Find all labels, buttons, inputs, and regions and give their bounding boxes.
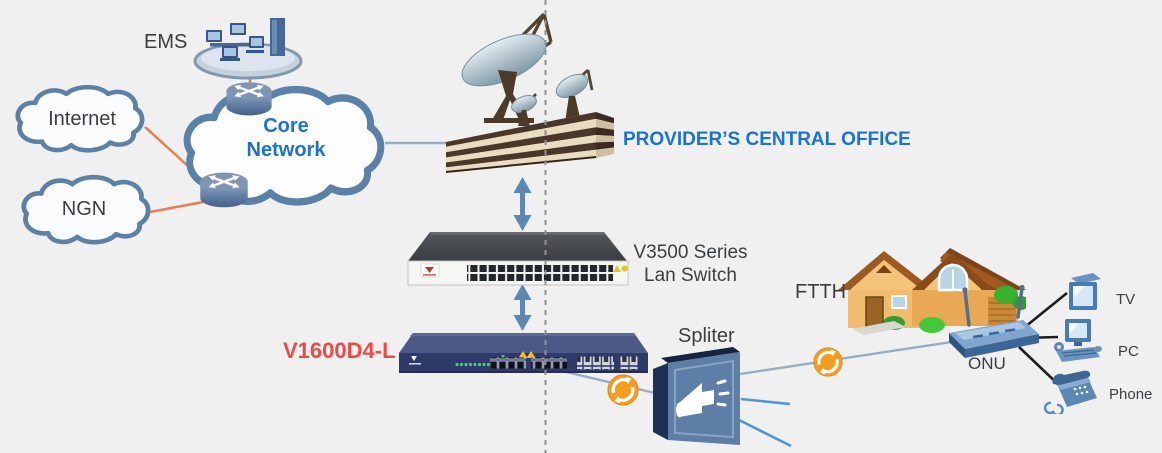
fiber-globe-2: [812, 346, 844, 378]
core-router-top: [222, 78, 276, 118]
ngn-cloud: [18, 174, 154, 248]
onu-label: ONU: [968, 354, 1006, 373]
router-icon: [226, 82, 272, 116]
lan-switch-label-line2: Lan Switch: [644, 265, 737, 287]
router-icon: [200, 172, 248, 208]
pc-label: PC: [1118, 343, 1139, 360]
internet-label: Internet: [48, 108, 116, 130]
workstation-cluster-icon: [193, 18, 303, 80]
phone-label: Phone: [1109, 386, 1153, 403]
tv-terminal: [1063, 271, 1105, 317]
ngn-label: NGN: [61, 198, 107, 220]
olt-device: [399, 327, 649, 377]
lan-switch-label: V3500 Series Lan Switch: [628, 241, 753, 287]
ems-platform: [192, 10, 306, 82]
tv-label: TV: [1116, 291, 1136, 308]
fiber-globe-1: [606, 373, 640, 407]
central-office-label: PROVIDER’S CENTRAL OFFICE: [623, 129, 911, 150]
phone-icon: [1043, 370, 1097, 414]
ftth-label: FTTH: [795, 281, 847, 303]
splitter-label: Spliter: [678, 325, 735, 347]
onu-router-icon: [949, 285, 1039, 358]
fiber-globe-icon: [607, 374, 639, 406]
onu-device: [943, 285, 1043, 363]
internet-cloud: [12, 84, 148, 156]
tv-icon: [1069, 273, 1101, 310]
splitter-icon: [653, 347, 740, 445]
optical-splitter: [653, 347, 745, 447]
pc-icon: [1054, 319, 1102, 362]
lan-switch-icon: [407, 232, 629, 286]
ftth-house: [836, 243, 1026, 335]
central-office-building: [432, 8, 617, 178]
lan-switch-device: [405, 228, 633, 288]
olt-label: V1600D4-L: [283, 338, 396, 363]
fiber-globe-icon: [813, 347, 843, 377]
lan-switch-label-line1: V3500 Series: [633, 242, 748, 263]
pc-terminal: [1050, 316, 1104, 368]
cloud-icon: [15, 84, 145, 153]
olt-device-icon: [399, 333, 648, 373]
house-icon: [838, 248, 1026, 335]
core-network-label: Core Network: [246, 115, 326, 162]
phone-terminal: [1041, 370, 1101, 414]
satellite-building-icon: [446, 12, 614, 173]
core-router-bottom: [196, 168, 252, 210]
cloud-icon: [21, 174, 151, 245]
ems-label: EMS: [144, 31, 188, 53]
